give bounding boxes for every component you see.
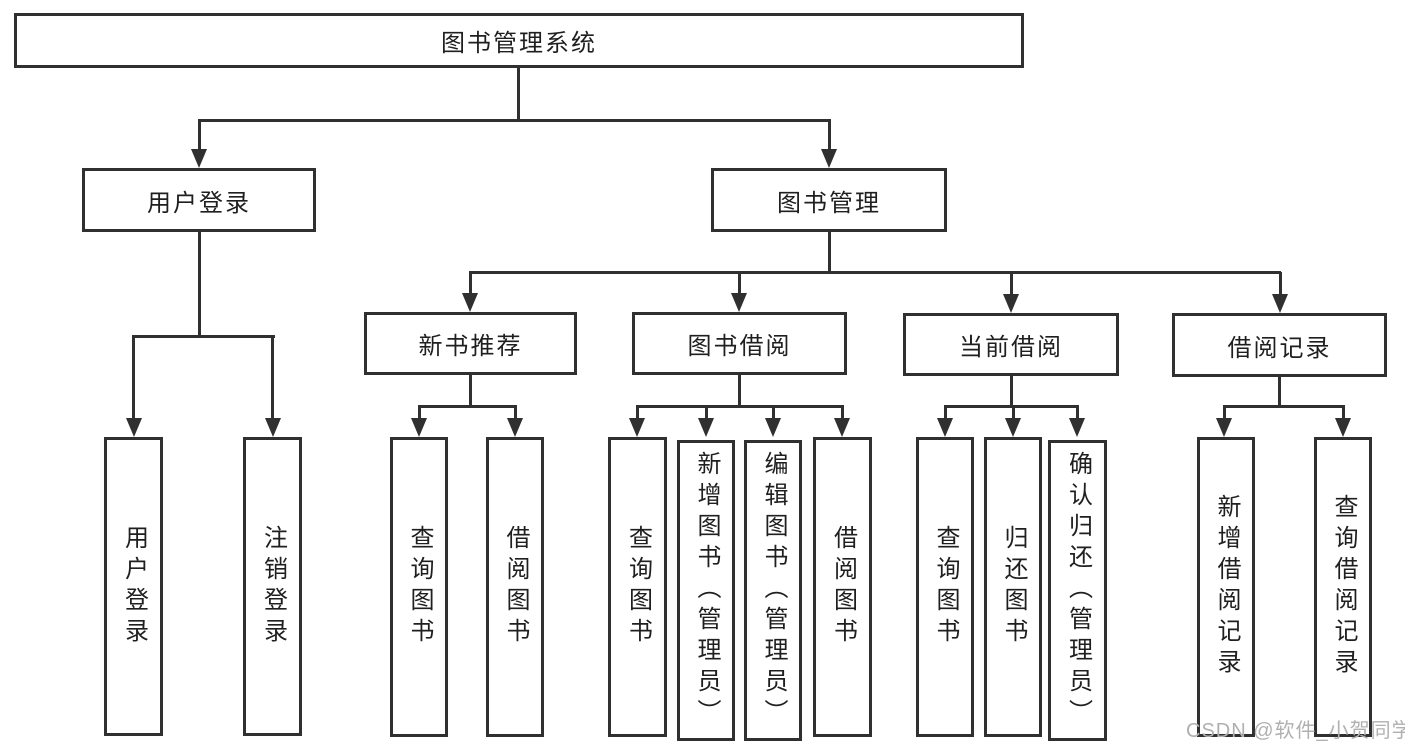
node-label: 用户登录 bbox=[120, 524, 148, 649]
node-query-books-leaf: 查询图书 bbox=[916, 437, 974, 737]
arrow-down-icon bbox=[840, 406, 844, 418]
arrow-down-icon bbox=[943, 406, 947, 418]
connector-line bbox=[738, 375, 741, 408]
node-label: 借阅记录 bbox=[1227, 334, 1332, 362]
node-label: 图书管理系统 bbox=[441, 30, 597, 57]
node-return-books-leaf: 归还图书 bbox=[984, 437, 1042, 737]
connector-line bbox=[197, 232, 201, 337]
arrow-down-icon bbox=[417, 406, 421, 418]
arrow-down-icon bbox=[1341, 406, 1345, 418]
arrow-down-icon bbox=[197, 120, 201, 149]
node-query-books-leaf: 查询图书 bbox=[608, 437, 667, 737]
node-label: 归还图书 bbox=[1000, 525, 1027, 649]
node-book-borrowing: 图书借阅 bbox=[632, 312, 847, 375]
node-label: 编辑图书（管理员） bbox=[760, 451, 787, 730]
node-label: 图书借阅 bbox=[687, 333, 792, 360]
node-label: 查询图书 bbox=[406, 525, 433, 649]
node-label: 注销登录 bbox=[259, 524, 287, 649]
connector-line bbox=[827, 232, 831, 274]
node-label: 新增图书（管理员） bbox=[693, 451, 720, 730]
node-label: 查询图书 bbox=[932, 525, 959, 649]
connector-line bbox=[1009, 376, 1013, 408]
connector-line bbox=[469, 375, 472, 408]
node-add-borrow-record-leaf: 新增借阅记录 bbox=[1197, 437, 1255, 737]
csdn-watermark: CSDN @软件_小贺同学 bbox=[1186, 720, 1405, 742]
connector-line bbox=[469, 271, 1281, 274]
node-library-management-system: 图书管理系统 bbox=[14, 13, 1024, 68]
arrow-down-icon bbox=[271, 336, 274, 418]
node-label: 确认归还（管理员） bbox=[1064, 451, 1092, 730]
node-label: 查询借阅记录 bbox=[1330, 494, 1357, 680]
arrow-down-icon bbox=[1222, 406, 1226, 418]
node-label: 用户登录 bbox=[147, 189, 251, 217]
connector-line bbox=[132, 335, 275, 338]
node-borrow-books-leaf: 借阅图书 bbox=[813, 437, 872, 737]
node-label: 新书推荐 bbox=[418, 333, 523, 360]
arrow-down-icon bbox=[1011, 406, 1015, 418]
connector-line bbox=[517, 68, 520, 121]
node-query-books-leaf: 查询图书 bbox=[390, 437, 448, 737]
connector-line bbox=[635, 405, 844, 408]
node-current-borrowing: 当前借阅 bbox=[903, 313, 1119, 376]
arrow-down-icon bbox=[737, 272, 741, 293]
arrow-down-icon bbox=[704, 406, 708, 418]
node-label: 借阅图书 bbox=[502, 525, 529, 649]
arrow-down-icon bbox=[1075, 406, 1079, 418]
arrow-down-icon bbox=[1278, 272, 1282, 294]
connector-line bbox=[417, 405, 517, 408]
node-edit-books-admin-leaf: 编辑图书（管理员） bbox=[744, 440, 802, 741]
node-label: 新增借阅记录 bbox=[1213, 494, 1240, 680]
arrow-down-icon bbox=[771, 406, 775, 418]
connector-line bbox=[1278, 377, 1281, 408]
arrow-down-icon bbox=[468, 272, 472, 293]
node-query-borrow-record-leaf: 查询借阅记录 bbox=[1314, 437, 1372, 737]
arrow-down-icon bbox=[132, 336, 135, 418]
node-user-login-leaf: 用户登录 bbox=[104, 437, 163, 736]
connector-line bbox=[197, 119, 831, 122]
node-borrow-books-leaf: 借阅图书 bbox=[486, 437, 544, 737]
arrow-down-icon bbox=[1009, 272, 1013, 294]
node-label: 借阅图书 bbox=[829, 525, 857, 649]
arrow-down-icon bbox=[827, 120, 831, 149]
node-logout-leaf: 注销登录 bbox=[243, 437, 302, 736]
node-borrowing-records: 借阅记录 bbox=[1172, 313, 1387, 377]
node-confirm-return-admin-leaf: 确认归还（管理员） bbox=[1048, 440, 1107, 741]
connector-line bbox=[1222, 405, 1345, 408]
node-book-management-branch: 图书管理 bbox=[711, 168, 947, 232]
arrow-down-icon bbox=[635, 406, 639, 418]
arrow-down-icon bbox=[513, 406, 517, 418]
node-label: 图书管理 bbox=[777, 189, 881, 217]
node-label: 当前借阅 bbox=[959, 334, 1063, 361]
node-user-login-branch: 用户登录 bbox=[82, 168, 316, 232]
node-new-book-recommend: 新书推荐 bbox=[364, 312, 577, 375]
node-add-books-admin-leaf: 新增图书（管理员） bbox=[677, 440, 735, 741]
node-label: 查询图书 bbox=[624, 525, 652, 649]
